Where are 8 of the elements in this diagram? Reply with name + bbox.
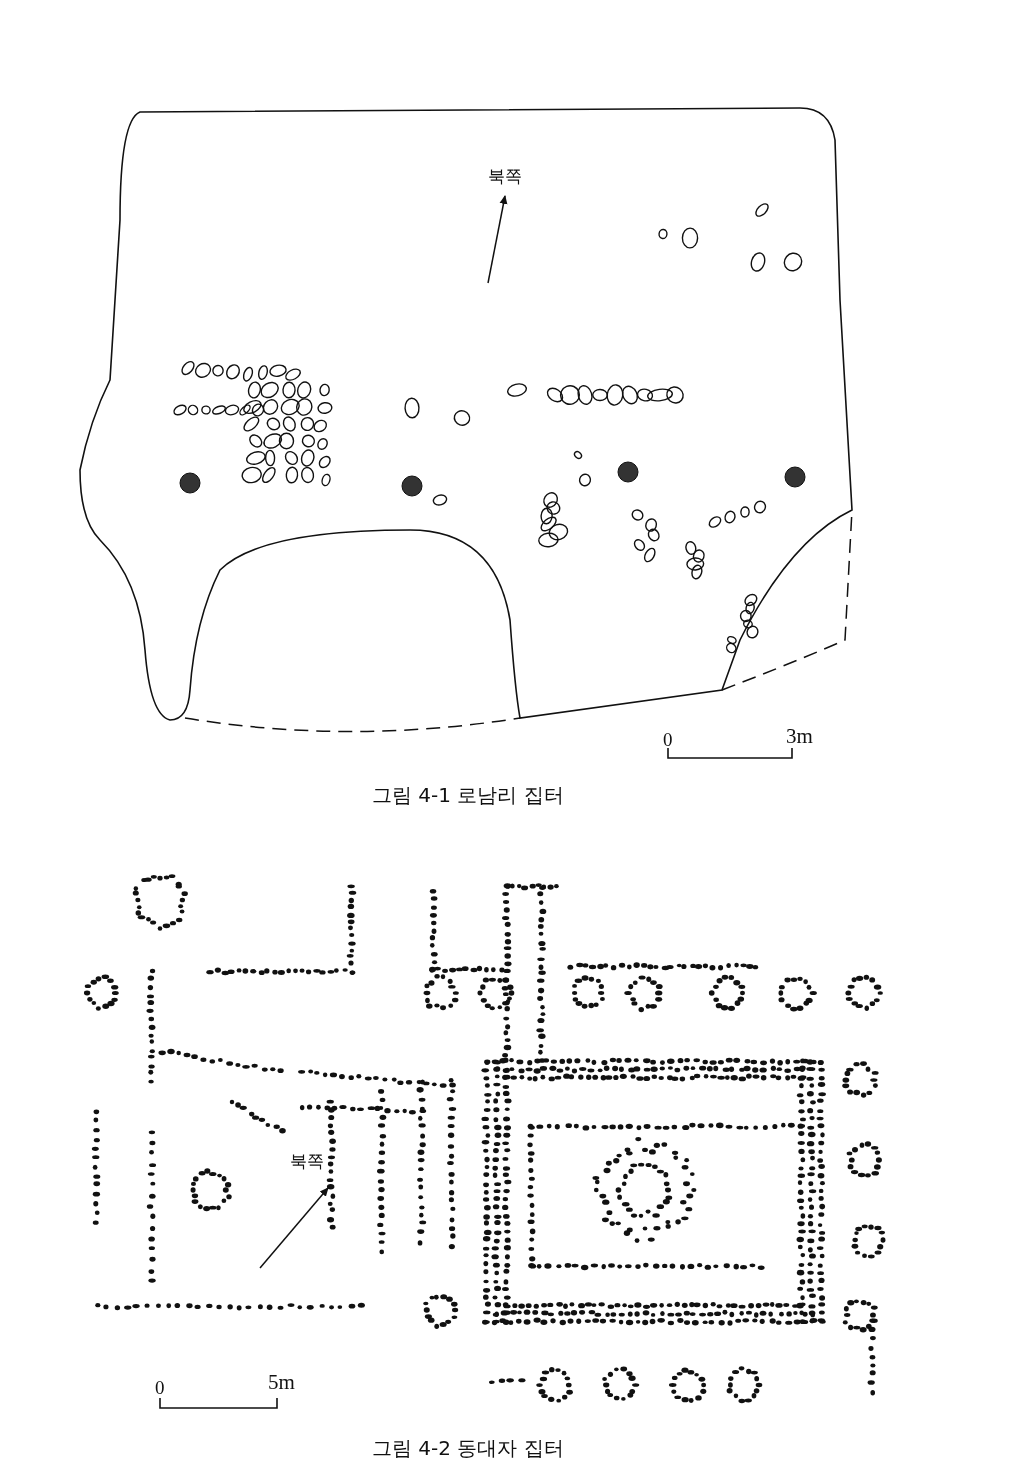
scale-label: 5m (268, 1372, 295, 1393)
figure-caption: 그림 4-1 로남리 집터 (372, 785, 564, 805)
direction-label: 북쪽 (488, 168, 522, 185)
scale-label: 3m (786, 726, 813, 747)
scale-label: 0 (155, 1378, 165, 1397)
figure-caption: 그림 4-2 동대자 집터 (372, 1438, 564, 1458)
direction-label: 북쪽 (290, 1153, 324, 1170)
scale-label: 0 (663, 730, 673, 749)
